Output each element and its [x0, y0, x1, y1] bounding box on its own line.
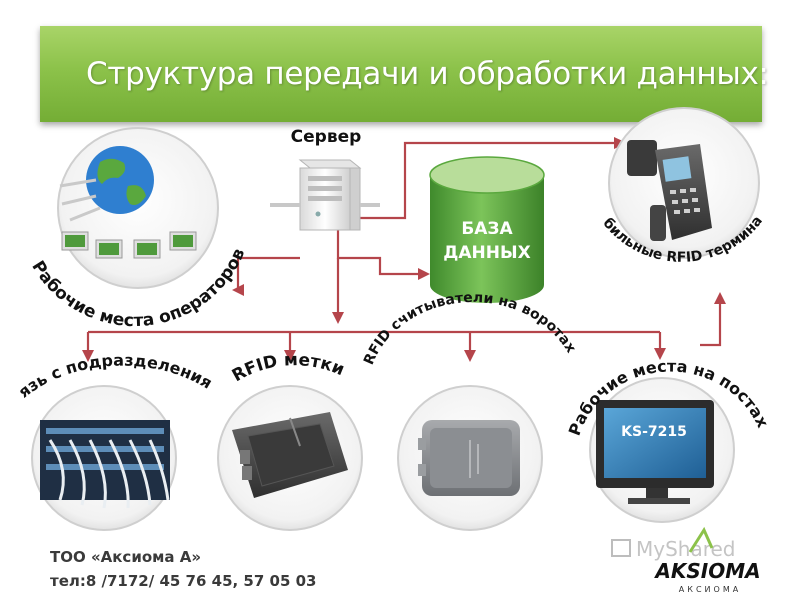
arrow-posts-to-mobile [714, 292, 726, 304]
node-posts: KS-7215 Рабочие места на постах [565, 356, 773, 523]
label-tags: RFID метки [229, 350, 347, 386]
title-banner: Структура передачи и обработки данных: [40, 26, 769, 122]
watermark-icon [611, 539, 631, 557]
footer-company: ТОО «Аксиома А» [50, 548, 202, 566]
handheld-terminal-icon [627, 140, 712, 241]
kiosk-screen-label: KS-7215 [621, 424, 687, 440]
watermark-text: MyShared [636, 537, 736, 561]
arrow-to-divisions [82, 350, 94, 362]
arrow-bus [332, 312, 344, 324]
rfid-tag-icon [232, 412, 348, 498]
logo-sub-text: АКСИОМА [679, 585, 741, 594]
node-database: БАЗА ДАННЫХ [429, 156, 545, 303]
watermark: MyShared [611, 537, 736, 561]
node-server: Сервер [270, 127, 380, 231]
arrow-to-tags [284, 350, 296, 362]
arrow-to-operators [232, 284, 244, 296]
company-logo: AKSIOMA АКСИОМА [653, 526, 761, 594]
connector-server-operators [236, 256, 300, 290]
node-tags: RFID метки [217, 350, 363, 531]
arrow-to-posts [654, 348, 666, 360]
database-cylinder [430, 175, 544, 303]
globe-network-icon [59, 146, 197, 259]
footer-phone: тел:8 /7172/ 45 76 45, 57 05 03 [50, 572, 317, 590]
connector-server-mobile [350, 141, 616, 220]
kiosk-terminal-icon: KS-7215 [596, 400, 714, 504]
network-switch-icon [40, 420, 170, 509]
label-server: Сервер [291, 127, 362, 147]
logo-main-text: AKSIOMA [653, 559, 760, 583]
arrow-to-gate [464, 350, 476, 362]
arrow-to-db [418, 268, 430, 280]
rfid-reader-icon [418, 420, 520, 496]
connector-posts-mobile [700, 300, 722, 347]
server-icon [270, 159, 380, 231]
label-database-1: БАЗА [461, 219, 513, 239]
node-gate-readers: RFID считыватели на воротах [361, 290, 579, 531]
connector-server-db [336, 228, 424, 276]
database-top [429, 156, 545, 194]
globe-icon [86, 146, 154, 214]
arrowheads [82, 137, 726, 362]
page-title: Структура передачи и обработки данных: [86, 56, 769, 92]
node-operators: Рабочие места операторов [27, 127, 249, 331]
label-database-2: ДАННЫХ [443, 243, 530, 263]
